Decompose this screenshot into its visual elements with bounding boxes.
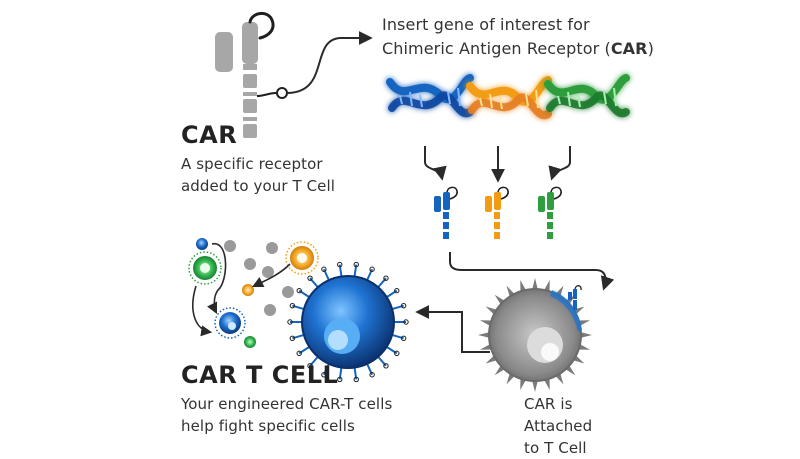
car-t-receptor (296, 346, 310, 357)
insert-gene-line2-prefix: Chimeric Antigen Receptor ( (382, 39, 611, 58)
arrow-blue-cell-loop (206, 243, 227, 315)
attached-car-icon (568, 285, 582, 310)
car-t-receptor (321, 363, 330, 378)
car-description: A specific receptor added to your T Cell (181, 153, 361, 197)
arrow-green-dna-to-receptor (548, 146, 571, 181)
car-t-receptor (337, 367, 343, 383)
car-t-receptor (307, 356, 319, 369)
t-cell-spike (531, 278, 539, 291)
blue-car-t-cell-small-icon (214, 307, 246, 339)
arrow-receptors-to-t-cell (449, 252, 615, 291)
car-t-receptor (289, 302, 305, 310)
insert-gene-caption: Insert gene of interest for Chimeric Ant… (382, 13, 654, 61)
car-t-receptor (296, 287, 310, 298)
dna-helix-blue-icon (386, 74, 474, 118)
car-t-receptor (321, 266, 330, 281)
car-t-receptor (386, 287, 400, 298)
orange-target-cell-icon (242, 284, 254, 296)
car-t-receptor (353, 261, 359, 277)
car-heading: CAR (181, 121, 238, 149)
orange-car-t-cell-icon (285, 241, 319, 275)
car-t-receptor (391, 302, 407, 310)
gray-cell-icon (262, 266, 274, 278)
car-t-desc-line1: Your engineered CAR-T cells (181, 395, 393, 413)
gray-cell-icon (224, 240, 236, 252)
car-t-receptor (307, 275, 319, 288)
green-target-cell-icon (244, 336, 256, 348)
car-t-receptor (377, 356, 389, 369)
car-t-receptor (394, 319, 409, 325)
car-t-receptor (337, 261, 343, 277)
dna-helix-green-icon (544, 74, 630, 118)
t-cell-icon (478, 278, 592, 392)
car-attached-caption: CAR is Attached to T Cell (524, 393, 644, 459)
car-t-cell-description: Your engineered CAR-T cells help fight s… (181, 393, 421, 437)
car-receptor-icon (215, 12, 288, 138)
t-cell-spike (579, 331, 592, 339)
arrow-t-cell-to-car-t-cell (415, 305, 490, 353)
arrow-green-to-blue (192, 285, 213, 337)
car-t-cell-icon (287, 261, 409, 383)
car-t-receptor (353, 367, 359, 383)
attached-line1: CAR is Attached (524, 395, 593, 435)
car-receptor-orange-icon (485, 186, 509, 239)
car-t-receptor (366, 266, 375, 281)
green-car-t-cell-icon (188, 251, 222, 285)
car-t-receptor (289, 334, 305, 342)
insert-gene-line2-suffix: ) (647, 39, 654, 58)
blue-target-cell-icon (196, 238, 208, 250)
t-cell-spike (531, 379, 539, 392)
car-desc-line1: A specific receptor (181, 155, 323, 173)
dna-helix-orange-icon (466, 76, 552, 120)
arrow-receptor-to-gene (287, 31, 373, 94)
target-cells-cluster (188, 238, 319, 348)
car-t-receptor (386, 346, 400, 357)
car-receptor-blue-icon (434, 186, 458, 239)
arrow-orange-to-cell (251, 263, 291, 288)
insert-gene-line2-abbr: CAR (610, 39, 648, 58)
car-t-receptor (287, 319, 302, 325)
car-t-receptor (377, 275, 389, 288)
t-cell-spike (478, 331, 491, 339)
car-t-cell-heading: CAR T CELL (181, 361, 339, 389)
attached-line2: to T Cell (524, 439, 587, 457)
gray-cell-icon (264, 304, 276, 316)
insert-gene-line1: Insert gene of interest for (382, 15, 590, 34)
gray-cell-icon (244, 258, 256, 270)
car-t-desc-line2: help fight specific cells (181, 417, 355, 435)
car-desc-line2: added to your T Cell (181, 177, 336, 195)
gray-cell-icon (282, 286, 294, 298)
gray-cell-icon (266, 242, 278, 254)
car-receptor-green-icon (538, 186, 562, 239)
arrow-blue-dna-to-receptor (424, 146, 447, 181)
car-t-receptor (391, 334, 407, 342)
car-t-receptor (366, 363, 375, 378)
